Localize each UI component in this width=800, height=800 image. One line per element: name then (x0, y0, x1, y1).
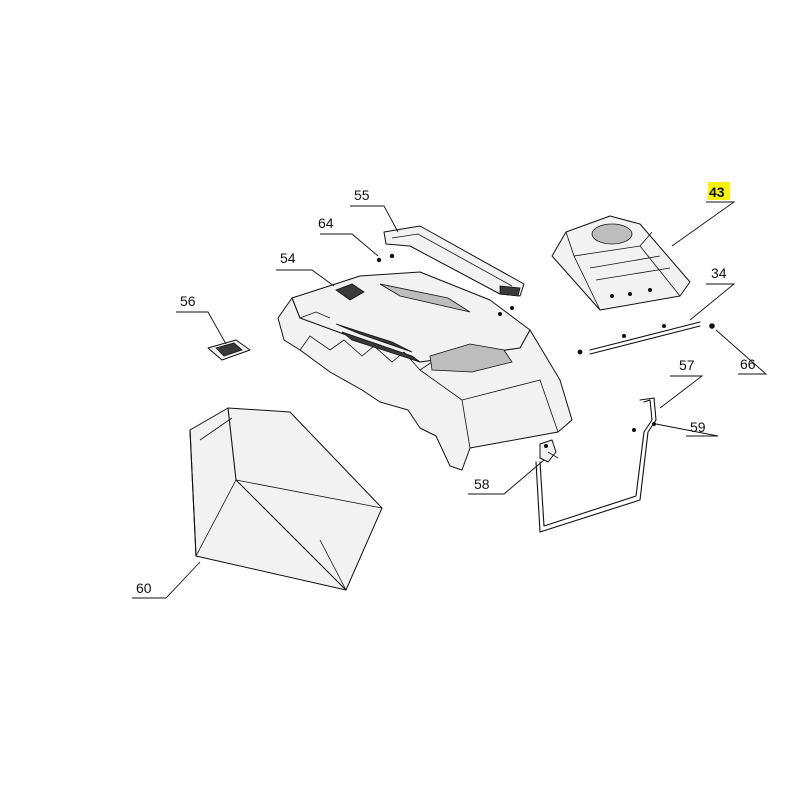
part-43-top-cover[interactable] (551, 215, 691, 311)
label-55[interactable]: 55 (354, 187, 370, 203)
label-34[interactable]: 34 (711, 265, 727, 281)
label-64[interactable]: 64 (318, 215, 334, 231)
leader-lines (132, 201, 768, 599)
label-58[interactable]: 58 (474, 476, 490, 492)
label-57[interactable]: 57 (679, 357, 695, 373)
vent-grille (335, 283, 471, 363)
part-labels: 43 34 54 55 56 57 58 59 60 64 66 (136, 182, 756, 596)
part-54-rear-housing[interactable] (277, 271, 573, 471)
label-43-highlight (708, 182, 730, 200)
part-56-plate[interactable] (207, 339, 251, 361)
part-34-rod[interactable] (577, 321, 701, 355)
part-57-bail-frame[interactable] (535, 397, 657, 533)
label-60[interactable]: 60 (136, 580, 152, 596)
label-54[interactable]: 54 (280, 250, 296, 266)
part-64-screws[interactable] (376, 253, 514, 316)
part-55-handle-bar[interactable] (383, 225, 525, 297)
part-59-pins[interactable] (632, 422, 656, 432)
label-59[interactable]: 59 (690, 419, 706, 435)
part-66-washer[interactable] (709, 323, 715, 329)
label-43[interactable]: 43 (709, 184, 725, 200)
label-56[interactable]: 56 (180, 293, 196, 309)
label-66[interactable]: 66 (740, 356, 756, 372)
part-58-hinge[interactable] (539, 439, 559, 463)
part-60-grass-bag[interactable] (189, 407, 383, 591)
